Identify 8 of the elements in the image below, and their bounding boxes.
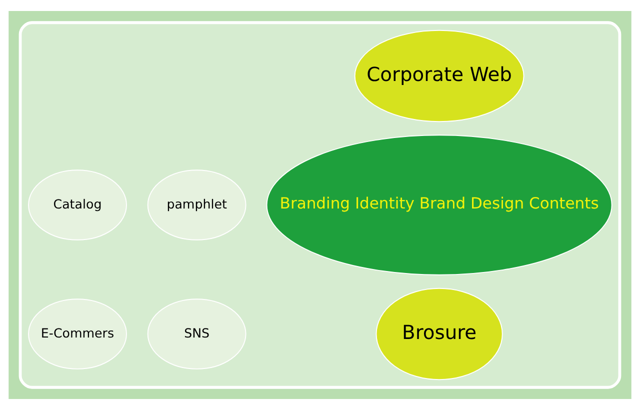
node-ellipse: Branding Identity Brand Design Contents bbox=[266, 134, 612, 276]
node-ellipse: Brosure bbox=[376, 288, 503, 380]
node-ellipse: pamphlet bbox=[147, 170, 246, 240]
node-ellipse: Corporate Web bbox=[354, 30, 524, 122]
cluster bbox=[18, 21, 622, 389]
node-ellipse: E-Commers bbox=[28, 298, 127, 370]
node-ellipse: Catalog bbox=[28, 170, 127, 240]
node-ellipse: SNS bbox=[147, 298, 246, 370]
